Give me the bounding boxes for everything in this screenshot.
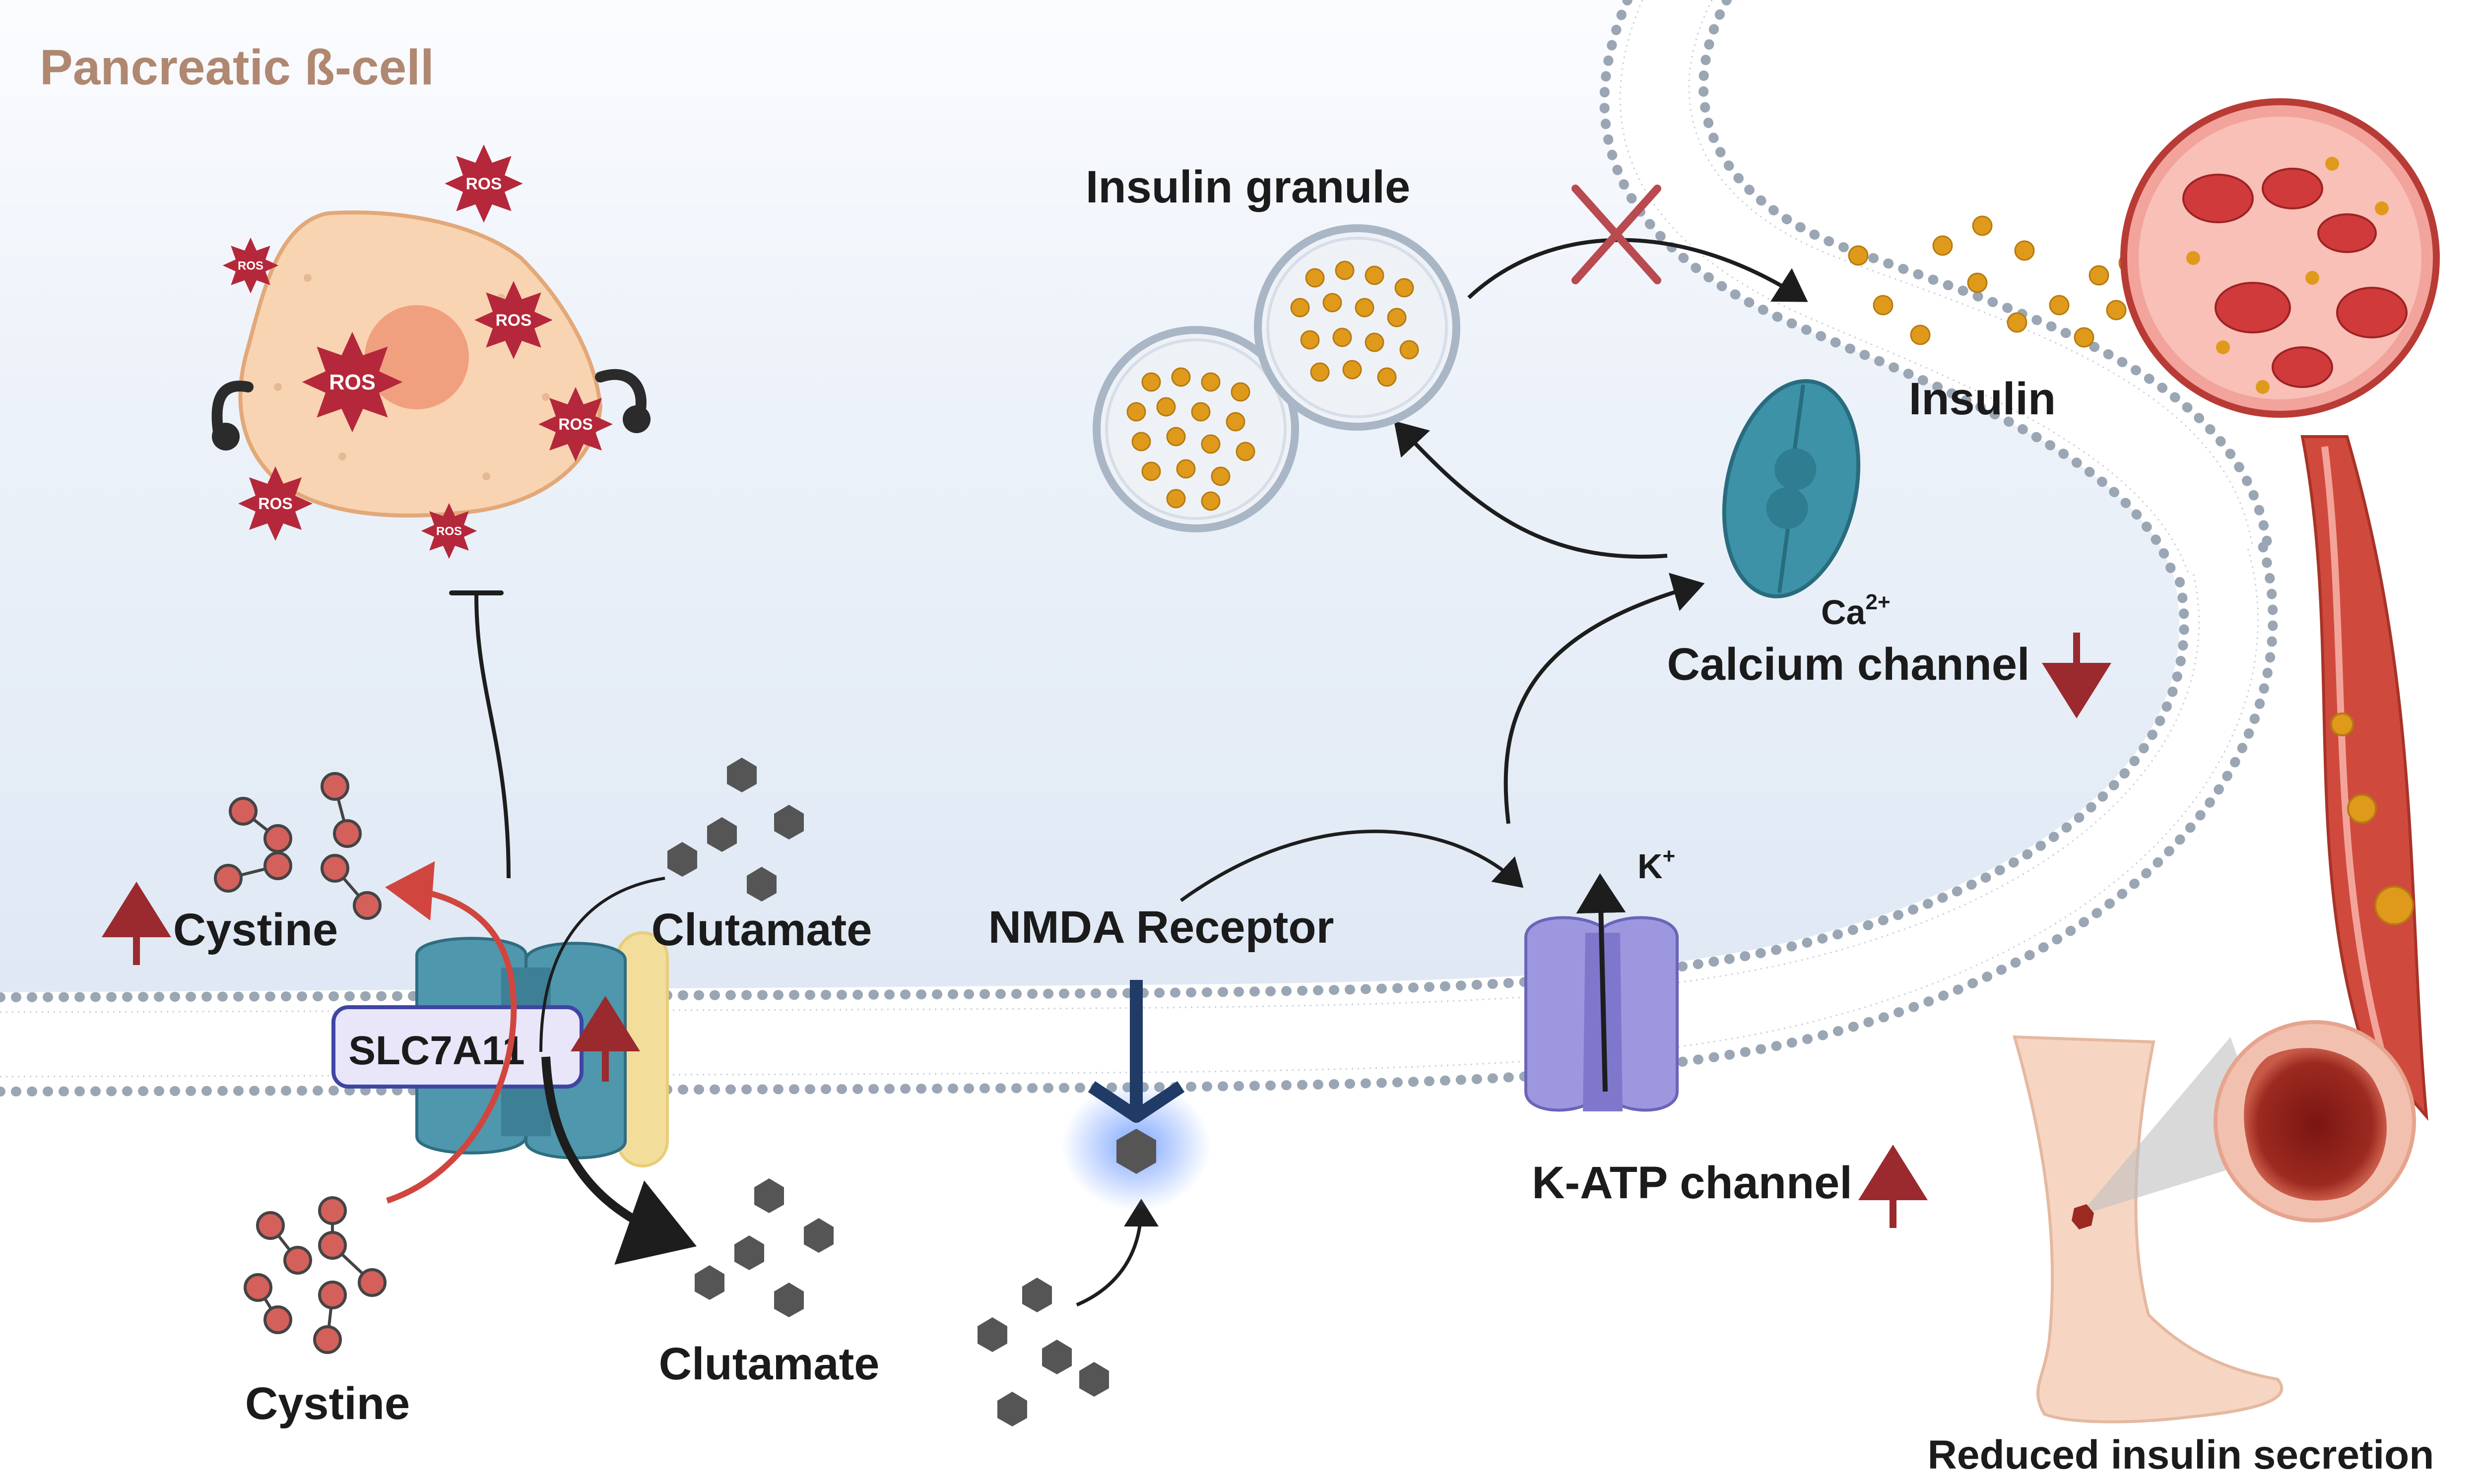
ros-label: ROS <box>496 312 532 330</box>
glutamate-hexagon-icon <box>695 1265 724 1300</box>
plasma-membrane-lower <box>0 541 2278 1097</box>
glutamate-hexagon-icon <box>727 758 757 792</box>
calcium-channel <box>1722 379 1861 598</box>
diagram-title: Pancreatic ß-cell <box>40 40 434 95</box>
ros-burst-icon: ROS <box>538 387 613 461</box>
glutamate-hexagon-icon <box>1022 1278 1052 1312</box>
katp-to-calcium-arrow <box>1503 573 1705 824</box>
ros-bursts: ROS ROS ROS ROS ROS ROS ROS <box>222 144 613 559</box>
glutamate-binding-arrow <box>1076 1199 1159 1307</box>
ros-burst-icon: ROS <box>474 281 553 359</box>
leg-ulcer-icon <box>2012 1020 2416 1423</box>
glutamate-hexagon-icon <box>734 1235 764 1270</box>
insulin-granule-label: Insulin granule <box>1086 162 1410 212</box>
glutamate-export-arrow <box>541 1056 697 1265</box>
ros-label: ROS <box>258 495 292 513</box>
glutamate-hexagon-icon <box>774 1283 804 1317</box>
glutamate-hexagons-top <box>667 758 804 902</box>
calcium-ion-label: Ca2+ <box>1821 590 1891 632</box>
slc7a11-label: SLC7A11 <box>348 1028 525 1073</box>
reduced-secretion-label: Reduced insulin secretion <box>1928 1432 2434 1478</box>
glutamate-hexagons-nmda <box>978 1278 1109 1426</box>
ros-label: ROS <box>436 524 462 538</box>
ros-burst-icon: ROS <box>445 144 523 223</box>
glutamate-hexagon-icon <box>754 1178 784 1213</box>
plasma-membrane-upper <box>1599 0 2273 581</box>
cystine-import-arrow <box>385 861 517 1204</box>
nmda-receptor-label: NMDA Receptor <box>988 902 1334 953</box>
clutamate-top-label: Clutamate <box>652 904 872 955</box>
calcium-channel-label: Calcium channel <box>1667 639 2029 690</box>
nmda-to-katp-arrow <box>1179 830 1524 902</box>
insulin-granule-icon <box>1093 326 1299 532</box>
ros-burst-icon: ROS <box>302 331 403 433</box>
glutamate-hexagon-icon <box>667 842 697 877</box>
inhibition-icon <box>449 590 511 879</box>
ros-burst-icon: ROS <box>238 466 313 541</box>
ros-label: ROS <box>466 175 502 194</box>
glutamate-hexagon-icon <box>707 817 737 852</box>
blood-vessel-icon <box>2120 98 2440 1121</box>
glutamate-in-arrow <box>539 877 665 1052</box>
glutamate-hexagons-bottom <box>695 1178 834 1317</box>
cystine-molecules-top <box>214 772 382 920</box>
nmda-receptor <box>1062 980 1211 1211</box>
glutamate-hexagon-icon <box>1079 1362 1109 1397</box>
glutamate-hexagon-icon <box>997 1392 1027 1426</box>
ros-label: ROS <box>238 259 263 272</box>
ros-burst-icon: ROS <box>421 503 477 559</box>
cystine-molecules-bottom <box>244 1196 387 1354</box>
slc7a11-transporter: SLC7A11 <box>331 931 669 1167</box>
calcium-to-granule-arrow <box>1394 421 1668 559</box>
blocked-x-icon <box>1571 185 1661 284</box>
secreted-insulin <box>1848 195 2161 348</box>
glutamate-hexagon-icon <box>774 805 804 839</box>
insulin-granule-icon <box>1254 224 1460 431</box>
potassium-efflux-arrow <box>1576 873 1626 1092</box>
potassium-ion-label: K+ <box>1637 844 1675 886</box>
glutamate-hexagon-icon <box>804 1218 834 1253</box>
insulin-label: Insulin <box>1909 374 2056 424</box>
cystine-top-label: Cystine <box>173 904 338 955</box>
katp-channel-label: K-ATP channel <box>1532 1158 1852 1208</box>
cytoplasm <box>0 0 2180 992</box>
glutamate-hexagon-icon <box>1042 1340 1072 1374</box>
ros-label: ROS <box>329 371 376 394</box>
glutamate-hexagon-icon <box>747 867 777 902</box>
glutamate-hexagon-icon <box>978 1317 1007 1352</box>
ros-label: ROS <box>558 415 592 433</box>
katp-channel <box>1524 873 1679 1112</box>
cystine-bottom-label: Cystine <box>245 1378 410 1429</box>
ros-burst-icon: ROS <box>222 237 279 294</box>
clutamate-bottom-label: Clutamate <box>659 1339 880 1389</box>
